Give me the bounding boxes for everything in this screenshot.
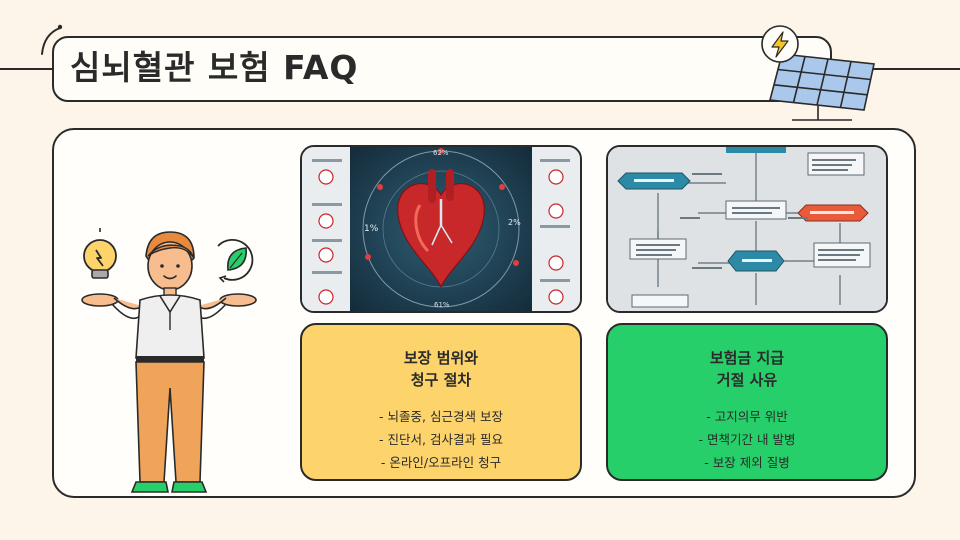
coverage-claim-title: 보장 범위와 청구 절차	[403, 349, 479, 389]
leaf-recycle-icon	[217, 239, 254, 283]
list-item: 진단서, 검사결과 필요	[302, 428, 580, 451]
heart-label-bottom: 61%	[434, 301, 450, 309]
title-box	[52, 36, 832, 102]
heart-label-top: 62%	[433, 149, 449, 157]
list-item: 보장 제외 질병	[608, 451, 886, 474]
coverage-claim-card: 보장 범위와 청구 절차 뇌졸중, 심근경색 보장 진단서, 검사결과 필요 온…	[300, 323, 582, 481]
solar-panel-icon	[761, 25, 875, 121]
corner-arc-decoration	[41, 24, 63, 55]
claim-denial-list: 고지의무 위반 면책기간 내 발병 보장 제외 질병	[608, 405, 886, 474]
heart-label-right: 2%	[508, 218, 521, 227]
lightbulb-icon	[83, 228, 117, 279]
list-item: 온라인/오프라인 청구	[302, 451, 580, 474]
list-item: 고지의무 위반	[608, 405, 886, 428]
coverage-claim-list: 뇌졸중, 심근경색 보장 진단서, 검사결과 필요 온라인/오프라인 청구	[302, 405, 580, 474]
claim-denial-title: 보험금 지급 거절 사유	[709, 349, 785, 389]
list-item: 면책기간 내 발병	[608, 428, 886, 451]
heart-label-left: 1%	[364, 224, 379, 234]
lightning-bolt-icon	[761, 25, 799, 63]
person-illustration	[81, 228, 257, 493]
list-item: 뇌졸중, 심근경색 보장	[302, 405, 580, 428]
flowchart-image	[606, 145, 888, 313]
heart-infographic-image: 62% 1% 2% 61%	[300, 145, 582, 313]
claim-denial-card: 보험금 지급 거절 사유 고지의무 위반 면책기간 내 발병 보장 제외 질병	[606, 323, 888, 481]
page-title: 심뇌혈관 보험 FAQ	[70, 48, 359, 87]
